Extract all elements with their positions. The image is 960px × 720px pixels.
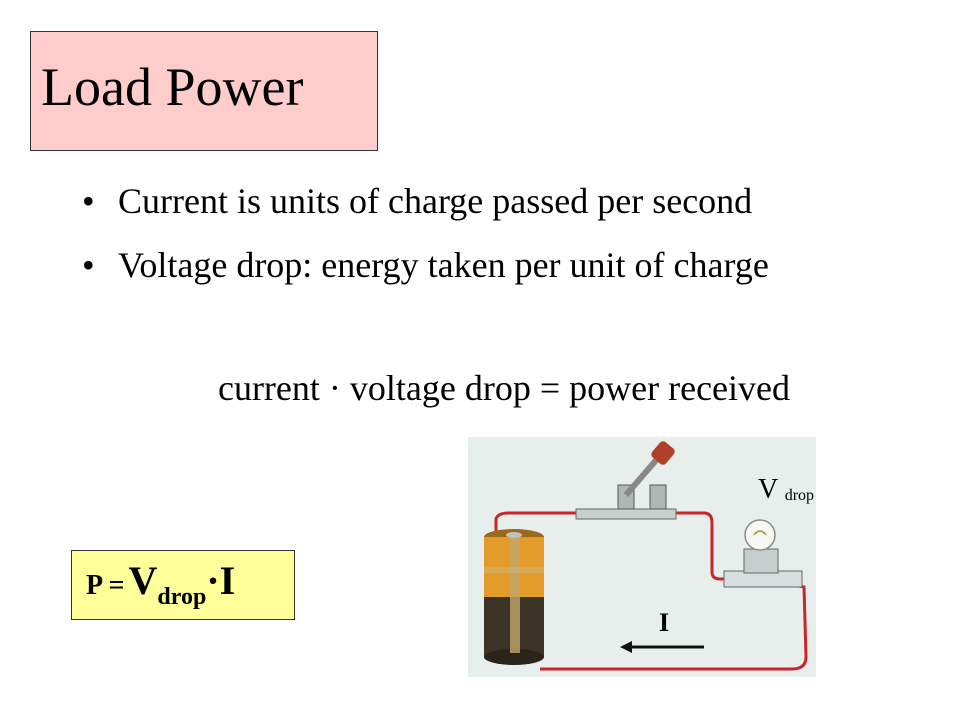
wire-top-left [494,511,578,555]
formula: P = Vdrop·I [86,557,235,611]
vdrop-sub: drop [784,487,815,504]
current-arrow-icon [620,641,704,653]
bullet-item: • Voltage drop: energy taken per unit of… [82,238,769,302]
title-box: Load Power [30,31,378,151]
formula-v: V [128,558,158,603]
formula-box: P = Vdrop·I [71,550,295,620]
formula-dot: · [206,558,220,603]
vdrop-label: V drop [758,474,814,506]
bullet-dot: • [82,245,95,285]
switch-icon [575,441,677,520]
bullet-text: Voltage drop: energy taken per unit of c… [118,245,769,285]
formula-sub: drop [157,584,207,610]
wire-top-right [674,511,730,581]
wire-bottom [540,583,808,671]
formula-i: I [219,558,236,603]
current-label: I [659,608,670,637]
power-equation: current · voltage drop = power received [217,368,791,408]
bullet-text: Current is units of charge passed per se… [118,181,753,221]
bullet-list: • Current is units of charge passed per … [82,174,769,302]
bullet-dot: • [82,181,95,221]
formula-p: P = [86,570,125,601]
vdrop-v: V [758,474,778,505]
light-bulb-icon [723,519,803,588]
bullet-item: • Current is units of charge passed per … [82,174,769,238]
circuit-illustration [468,437,816,677]
slide-title: Load Power [41,57,304,117]
battery-icon [484,529,544,665]
